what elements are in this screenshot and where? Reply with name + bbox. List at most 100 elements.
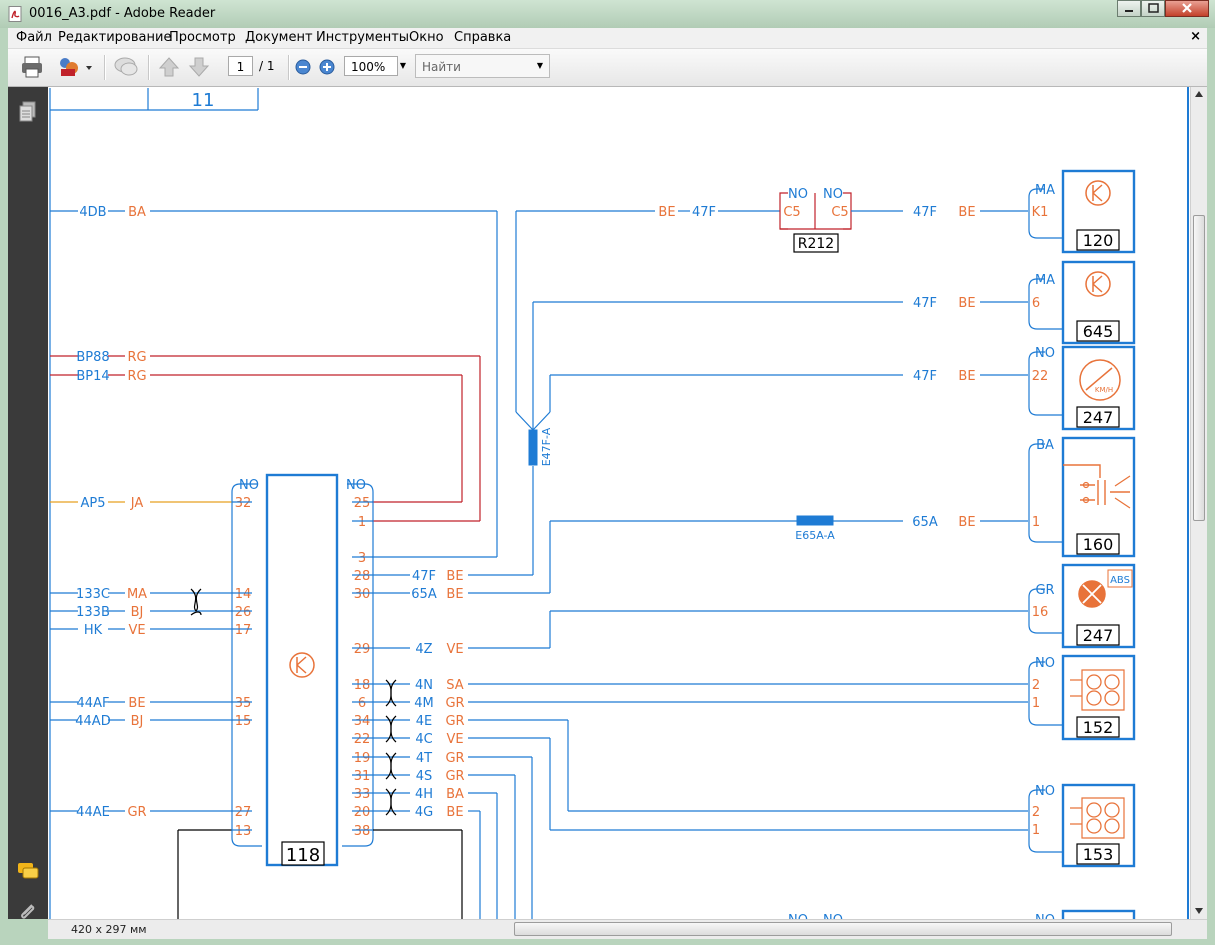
component-box xyxy=(1061,169,1136,254)
splice-E47F-A xyxy=(528,429,538,466)
pin-header: NO xyxy=(239,478,259,493)
left-connector-code: AP5 xyxy=(80,496,105,511)
window-controls xyxy=(1117,0,1209,19)
left-connector-code: HK xyxy=(84,623,103,638)
comment-icon[interactable] xyxy=(112,54,140,80)
menu-window[interactable]: Окно xyxy=(409,30,444,45)
wheel-sensor-icon xyxy=(1104,674,1120,690)
connector-frame xyxy=(231,483,262,847)
vertical-scrollbar[interactable] xyxy=(1190,87,1207,919)
splice-E65A-A xyxy=(796,515,834,526)
horizontal-scroll-thumb[interactable] xyxy=(514,922,1172,936)
share-icon[interactable] xyxy=(56,54,96,80)
ecu-icon xyxy=(296,656,307,674)
scroll-down-icon[interactable] xyxy=(1194,907,1204,915)
menu-document[interactable]: Документ xyxy=(245,30,313,45)
zoom-in-icon[interactable] xyxy=(318,54,336,80)
pin-number: 31 xyxy=(354,769,371,784)
zoom-input[interactable]: 100% xyxy=(344,56,398,76)
wheel-sensor-icon xyxy=(1086,690,1102,706)
left-connector-color: MA xyxy=(127,587,147,602)
connector-frame xyxy=(1028,443,1063,543)
wire-color: GR xyxy=(445,696,464,711)
speedometer-unit: KM/H xyxy=(1095,386,1113,394)
pin-number: 20 xyxy=(354,805,371,820)
connector-frame xyxy=(342,483,374,847)
twisted-pair-icon xyxy=(190,588,202,612)
wire-code: 65A xyxy=(411,587,437,602)
component-box xyxy=(1061,436,1136,558)
toolbar-separator xyxy=(148,55,150,80)
module-118-label-box xyxy=(281,841,325,866)
wire-code: 4Z xyxy=(415,642,432,657)
wire-color: BE xyxy=(446,805,463,820)
print-icon[interactable] xyxy=(20,54,48,80)
zoom-out-icon[interactable] xyxy=(294,54,312,80)
wire-code: 4M xyxy=(414,696,434,711)
attachments-icon[interactable] xyxy=(18,901,38,923)
close-document-button[interactable]: × xyxy=(1190,29,1201,44)
maximize-button[interactable] xyxy=(1141,0,1165,17)
vertical-scroll-thumb[interactable] xyxy=(1193,215,1205,521)
component-id: 247 xyxy=(1083,408,1114,427)
wire-color: BE xyxy=(958,515,975,530)
component-id: 247 xyxy=(1083,626,1114,645)
menu-tools[interactable]: Инструменты xyxy=(316,30,410,45)
connector-frame xyxy=(1028,278,1063,330)
find-dropdown-icon[interactable]: ▼ xyxy=(536,61,544,70)
component-label-box xyxy=(1076,533,1120,555)
comments-icon[interactable] xyxy=(17,861,39,881)
pin-number: 26 xyxy=(235,605,252,620)
component-box xyxy=(1061,909,1136,919)
toolbar-separator xyxy=(104,55,106,80)
connector-frame xyxy=(1028,188,1063,239)
pin-header: MA xyxy=(1035,183,1055,198)
sensor-icon xyxy=(1063,464,1130,505)
minimize-button[interactable] xyxy=(1117,0,1141,17)
wire-color: BE xyxy=(446,569,463,584)
component-id: 160 xyxy=(1083,535,1114,554)
pages-icon[interactable] xyxy=(18,101,38,123)
component-id: 153 xyxy=(1083,845,1114,864)
pin-number: 27 xyxy=(235,805,252,820)
pin-header: GR xyxy=(1035,583,1054,598)
wheel-sensor-icon xyxy=(1086,802,1102,818)
menu-edit[interactable]: Редактирование xyxy=(58,30,172,45)
pin-number: 22 xyxy=(1032,369,1049,384)
wire-code: 4T xyxy=(416,751,432,766)
menu-view[interactable]: Просмотр xyxy=(169,30,236,45)
ecu-icon xyxy=(1092,275,1103,293)
menu-file[interactable]: Файл xyxy=(16,30,52,45)
wire-color: VE xyxy=(446,642,463,657)
twisted-pair-icon xyxy=(385,715,397,743)
pin-number: 1 xyxy=(358,515,366,530)
pin-number: 17 xyxy=(235,623,252,638)
next-page-icon[interactable] xyxy=(188,54,210,80)
page-number-input[interactable]: 1 xyxy=(228,56,253,76)
left-connector-code: 4DB xyxy=(79,205,106,220)
component-label-box xyxy=(1076,716,1120,738)
wire-code: 47F xyxy=(913,296,937,311)
pin-number: 30 xyxy=(354,587,371,602)
wire-code: 47F xyxy=(913,205,937,220)
toolbar-separator xyxy=(288,55,290,80)
sheet-ref-number: 11 xyxy=(192,90,215,111)
find-input[interactable]: Найти xyxy=(415,54,550,78)
zoom-dropdown-icon[interactable]: ▼ xyxy=(399,61,407,70)
menu-help[interactable]: Справка xyxy=(454,30,512,45)
connector-frame xyxy=(1028,661,1063,726)
wire-code: 47F xyxy=(412,569,436,584)
wire-code: 4C xyxy=(415,732,432,747)
previous-page-icon[interactable] xyxy=(158,54,180,80)
close-window-button[interactable] xyxy=(1165,0,1209,17)
ecu-icon xyxy=(1092,184,1103,202)
component-id: 645 xyxy=(1083,322,1114,341)
wire-color: BE xyxy=(958,369,975,384)
wire-code: 4N xyxy=(415,678,433,693)
pin-number: 22 xyxy=(354,732,371,747)
wire-color: GR xyxy=(445,751,464,766)
pin-number: 28 xyxy=(354,569,371,584)
scroll-up-icon[interactable] xyxy=(1194,90,1204,98)
minimize-icon xyxy=(1125,10,1133,12)
